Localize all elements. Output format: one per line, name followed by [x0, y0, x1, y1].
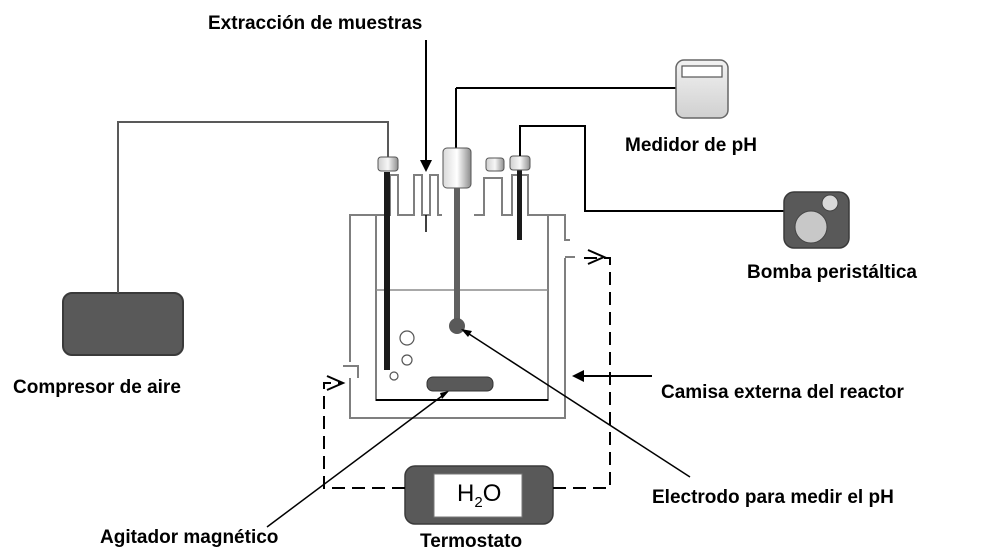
stirrer-leader-head [440, 391, 449, 399]
pump-rotor-large [794, 210, 828, 244]
thermostat-display [433, 473, 523, 518]
air-hose [117, 121, 389, 293]
pump-hose [519, 125, 784, 212]
air-compressor [62, 292, 184, 356]
feed-tube-cap [509, 155, 531, 171]
loop-arrow-out [587, 249, 607, 265]
sample-extraction-arrowhead [420, 160, 432, 172]
air-bubble [401, 354, 413, 366]
air-bubble [399, 330, 415, 346]
air-bubble [389, 371, 399, 381]
electrode-leader [465, 331, 691, 478]
reactor-lid-right [474, 174, 548, 216]
label-sample-extraction: Extracción de muestras [208, 13, 423, 34]
lid-port-cap [485, 157, 505, 172]
ph-electrode-shaft [454, 188, 460, 326]
label-peristaltic-pump: Bomba peristáltica [747, 262, 917, 283]
jacket-arrowhead [572, 370, 584, 382]
label-magnetic-stirrer: Agitador magnético [100, 527, 279, 548]
label-ph-meter: Medidor de pH [625, 135, 757, 156]
feed-tube [517, 168, 522, 240]
air-sparger-tube [384, 172, 390, 370]
water-loop-right [553, 257, 611, 489]
reactor-outer-jacket-wall [349, 258, 566, 419]
ph-meter-display [681, 65, 723, 78]
water-loop-left [323, 382, 405, 489]
loop-arrow-in [326, 375, 346, 391]
reactor-outer-jacket-right [548, 214, 570, 241]
pump-rotor-small [821, 194, 839, 212]
jacket-inlet-stub [343, 365, 359, 378]
reactor-lid [376, 174, 442, 216]
electrode-leader-head [461, 329, 472, 337]
label-thermostat: Termostato [420, 531, 523, 552]
reactor-inner-vessel [375, 215, 549, 401]
ph-electrode-bulb [449, 318, 465, 334]
thermostat-fluid-label: H2O [457, 480, 502, 511]
label-ph-electrode: Electrodo para medir el pH [652, 487, 894, 508]
label-reactor-jacket: Camisa externa del reactor [661, 382, 904, 403]
magnetic-stirrer-bar [426, 376, 494, 392]
stirrer-leader [266, 392, 447, 528]
air-sparger-cap [377, 156, 399, 172]
ph-electrode-head [442, 147, 472, 189]
label-air-compressor: Compresor de aire [13, 377, 181, 398]
